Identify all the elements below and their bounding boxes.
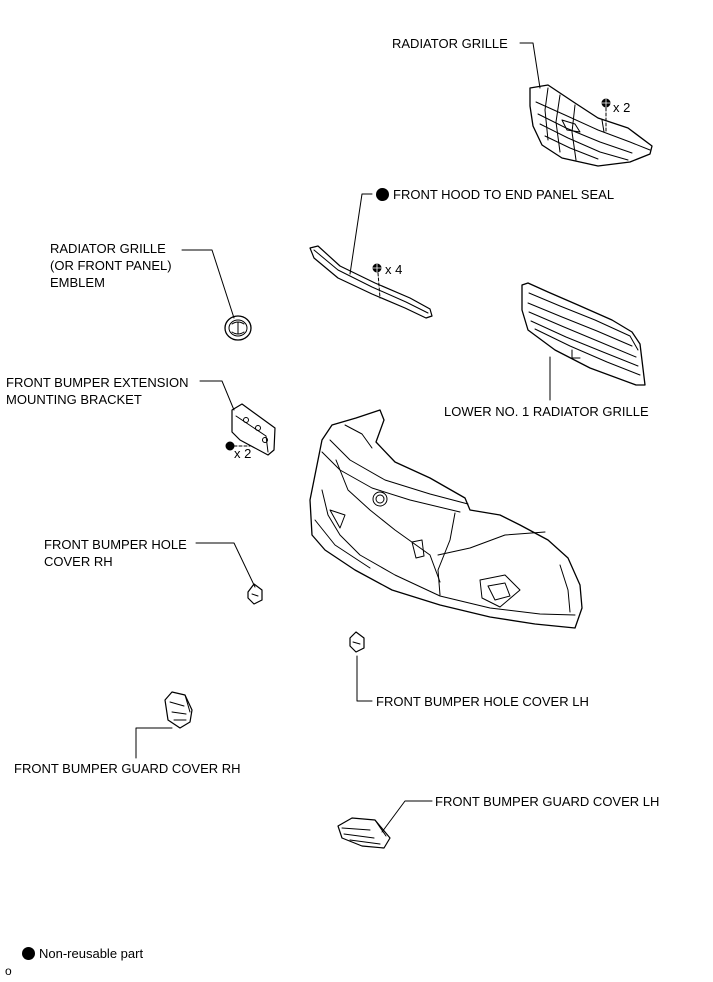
label-hood-seal: FRONT HOOD TO END PANEL SEAL <box>376 186 614 203</box>
label-hole-lh: FRONT BUMPER HOLE COVER LH <box>376 694 589 709</box>
bracket-part <box>231 403 276 456</box>
label-hole-rh: FRONT BUMPER HOLE COVER RH <box>44 536 187 570</box>
bracket-bolt-icon <box>225 441 251 451</box>
leader-emblem <box>181 249 235 319</box>
seal-clip-icon <box>372 263 382 299</box>
label-hole-rh-line2: COVER RH <box>44 554 113 569</box>
label-radiator-grille: RADIATOR GRILLE <box>392 36 508 51</box>
label-lower-grille: LOWER NO. 1 RADIATOR GRILLE <box>444 404 649 419</box>
grille-clip-icon <box>601 98 611 133</box>
label-hood-seal-text: FRONT HOOD TO END PANEL SEAL <box>393 187 615 202</box>
non-reusable-dot-icon <box>22 947 35 960</box>
guard-cover-lh-part <box>337 817 391 849</box>
hole-cover-rh-part <box>247 583 263 605</box>
non-reusable-dot-icon <box>376 188 389 201</box>
emblem-part <box>224 315 252 341</box>
leader-hole-lh <box>356 655 373 702</box>
leader-guard-rh <box>135 727 173 759</box>
label-bracket-line2: MOUNTING BRACKET <box>6 392 142 407</box>
leader-hood-seal <box>349 193 373 275</box>
label-guard-rh: FRONT BUMPER GUARD COVER RH <box>14 761 241 776</box>
label-emblem-line1: RADIATOR GRILLE <box>50 241 166 256</box>
label-bracket: FRONT BUMPER EXTENSION MOUNTING BRACKET <box>6 374 189 408</box>
leader-hole-rh <box>195 542 256 588</box>
label-bracket-line1: FRONT BUMPER EXTENSION <box>6 375 189 390</box>
radiator-grille-part <box>529 84 653 167</box>
leader-bracket <box>199 380 235 411</box>
front-bumper-part <box>309 409 583 629</box>
hood-seal-part <box>309 245 433 319</box>
label-hole-rh-line1: FRONT BUMPER HOLE <box>44 537 187 552</box>
leader-radiator-grille <box>519 42 541 89</box>
footer-code: o <box>5 964 12 978</box>
legend-non-reusable-text: Non-reusable part <box>39 946 144 961</box>
qty-grille-clips: x 2 <box>613 100 631 115</box>
label-emblem-line2: (OR FRONT PANEL) <box>50 258 172 273</box>
lower-grille-part <box>521 282 646 386</box>
label-guard-lh: FRONT BUMPER GUARD COVER LH <box>435 794 660 809</box>
qty-seal-clips: x 4 <box>385 262 403 277</box>
hole-cover-lh-part <box>349 631 365 653</box>
leader-guard-lh <box>381 800 433 833</box>
qty-bracket-bolts: x 2 <box>234 446 252 461</box>
guard-cover-rh-part <box>164 691 193 729</box>
legend-non-reusable: Non-reusable part <box>22 945 143 962</box>
label-emblem: RADIATOR GRILLE (OR FRONT PANEL) EMBLEM <box>50 240 172 291</box>
label-emblem-line3: EMBLEM <box>50 275 105 290</box>
